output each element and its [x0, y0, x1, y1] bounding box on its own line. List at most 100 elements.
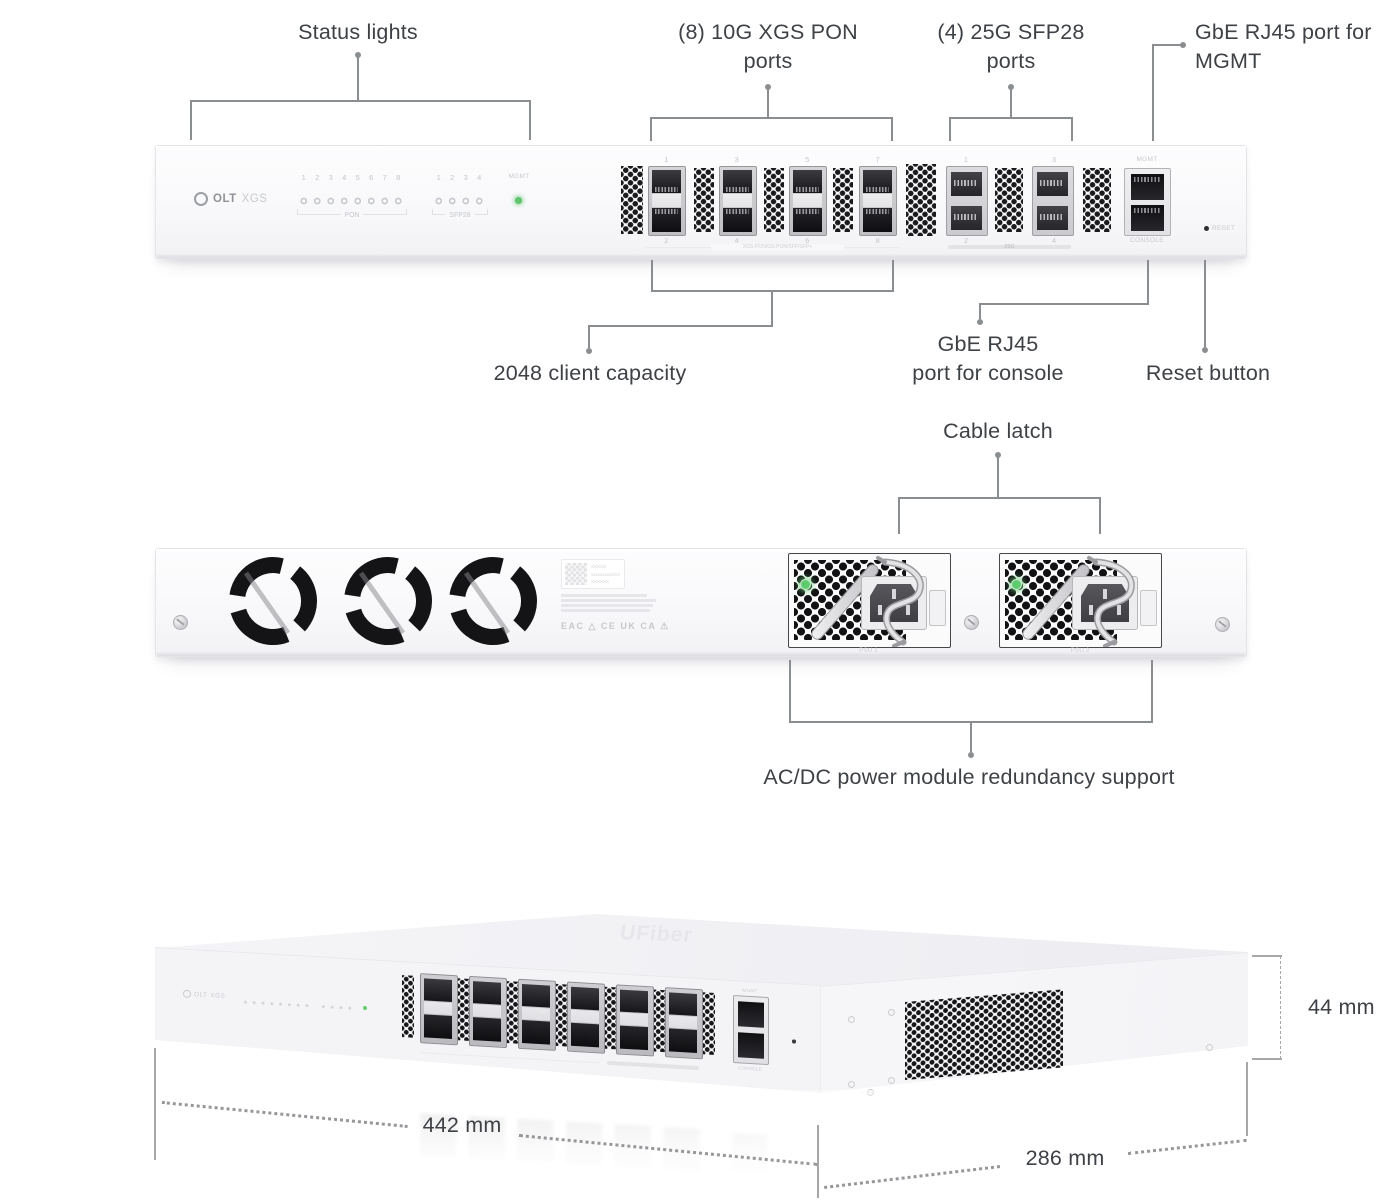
- callout-line: [1071, 117, 1073, 141]
- pon-led-numbers: 1 2 3 4 5 6 7 8: [297, 173, 405, 182]
- pon-port-numbers-bottom: 2 4 6 8: [631, 236, 913, 245]
- led-number: 7: [382, 173, 387, 182]
- callout-line: [771, 290, 773, 325]
- callout-line: [588, 325, 773, 327]
- serial-line: xxxxxxxxxXXX: [591, 571, 621, 577]
- callout-line: [767, 89, 769, 117]
- callout-line: [898, 497, 1101, 499]
- callout-mgmt-port: GbE RJ45 port for MGMT: [1195, 18, 1400, 76]
- logo-suffix: XGS: [241, 193, 268, 205]
- rear-panel: XXXXX xxxxxxxxxXXX XXXXXX EAC △ CE UK CA…: [155, 548, 1247, 657]
- dimension-width-text: 442 mm: [422, 1113, 502, 1137]
- front-panel: OLT XGS 1 2 3 4 5 6 7 8 PON 1 2 3 4 SFP2…: [155, 145, 1247, 259]
- vent-grille: [906, 164, 936, 236]
- pon-port-numbers-top: 1 3 5 7: [631, 155, 913, 164]
- sfp28-led-group-bracket: SFP28: [432, 209, 488, 219]
- led-number: 1: [436, 173, 441, 182]
- callout-line: [1147, 260, 1149, 303]
- callout-line: [970, 721, 972, 752]
- olt-logo-ring-icon: [194, 192, 208, 206]
- port-number: 7: [875, 155, 880, 164]
- vent-grille: [764, 168, 784, 232]
- callout-line: [651, 260, 653, 290]
- psu-power-inlet: [861, 576, 927, 630]
- callout-status-lights-text: Status lights: [298, 20, 418, 44]
- psu1-label: PSU 1: [859, 647, 878, 654]
- callout-client-capacity-text: 2048 client capacity: [493, 361, 687, 385]
- psu-status-led: [1011, 579, 1022, 590]
- screw: [964, 615, 979, 630]
- led-number: 3: [463, 173, 468, 182]
- pon-led-group-label: PON: [340, 212, 364, 219]
- led-number: 1: [301, 173, 306, 182]
- vent-grille: [694, 168, 714, 232]
- led-number: 5: [355, 173, 360, 182]
- screw: [173, 615, 188, 630]
- psu2-label: PSU 2: [1070, 647, 1090, 654]
- callout-dot: [1008, 84, 1014, 90]
- callout-pon-ports-line1: (8) 10G XGS PON: [678, 20, 858, 44]
- pon-port-cage-5-6: [789, 166, 827, 236]
- sfp28-port-numbers-top: 1 3: [922, 155, 1098, 164]
- callout-line: [891, 117, 893, 141]
- callout-dot: [355, 52, 361, 58]
- callout-line: [1152, 44, 1182, 46]
- callout-pon-ports-line2: ports: [743, 49, 793, 73]
- pon-port-cage-3-4: [719, 166, 757, 236]
- callout-pon-ports: (8) 10G XGS PON ports: [668, 18, 868, 76]
- callout-dot: [1180, 42, 1186, 48]
- dimension-height: 44 mm: [1308, 993, 1400, 1022]
- dimension-depth: 286 mm: [1010, 1144, 1120, 1173]
- psu-latch-tab: [929, 590, 946, 626]
- callout-sfp28-ports-line1: (4) 25G SFP28: [937, 20, 1085, 44]
- callout-line: [650, 117, 893, 119]
- callout-console-port-line2: port for console: [912, 361, 1064, 385]
- logo-text: OLT: [213, 193, 237, 205]
- port-number: 6: [805, 236, 810, 245]
- sfp28-speed-label: 25G: [1004, 243, 1015, 250]
- dimension-dashed-line: [1280, 956, 1281, 1059]
- dimension-depth-text: 286 mm: [1025, 1146, 1105, 1170]
- callout-dot: [1202, 347, 1208, 353]
- pon-port-cage-1-2: [648, 166, 686, 236]
- serial-line: XXXXXX: [591, 579, 610, 584]
- qr-code: [565, 563, 587, 585]
- pon-port-cage-7-8: [859, 166, 897, 236]
- port-number: 1: [963, 155, 969, 164]
- regulatory-text-line: [561, 599, 656, 602]
- c14-pin-slot: [892, 589, 896, 599]
- cable-latch-wire: [876, 556, 924, 647]
- port-number: 2: [664, 236, 669, 245]
- callout-line: [588, 325, 590, 348]
- mgmt-status-led: [515, 197, 522, 204]
- callout-line: [1010, 89, 1012, 117]
- callout-line: [1099, 497, 1101, 534]
- screw: [1215, 617, 1230, 632]
- device-logo: OLT XGS: [194, 192, 267, 206]
- callout-line: [190, 100, 531, 102]
- callout-line: [892, 260, 894, 290]
- mgmt-led-label: MGMT: [508, 173, 530, 180]
- callout-status-lights: Status lights: [258, 18, 458, 47]
- callout-dot: [765, 84, 771, 90]
- sfp28-status-leds: [432, 197, 486, 205]
- dimension-extent-line: [154, 1048, 156, 1160]
- led-number: 2: [315, 173, 320, 182]
- sfp28-speed-bar: 25G: [948, 243, 1071, 250]
- fan-cutouts: [229, 556, 537, 645]
- regulatory-text-line: [561, 604, 653, 607]
- callout-line: [949, 117, 1073, 119]
- serial-line: XXXXX: [591, 564, 607, 569]
- callout-psu-redundancy: AC/DC power module redundancy support: [669, 763, 1269, 792]
- callout-mgmt-port-line2: MGMT: [1195, 49, 1262, 73]
- cable-latch-wire: [1087, 556, 1135, 647]
- callout-line: [529, 100, 531, 140]
- certification-marks: EAC △ CE UK CA ⚠: [561, 621, 670, 631]
- callout-dot: [977, 319, 983, 325]
- c14-pin-slot: [1117, 605, 1121, 615]
- c14-pin-slot: [878, 605, 882, 615]
- vent-grille: [995, 168, 1023, 232]
- dimension-width: 442 mm: [407, 1111, 517, 1140]
